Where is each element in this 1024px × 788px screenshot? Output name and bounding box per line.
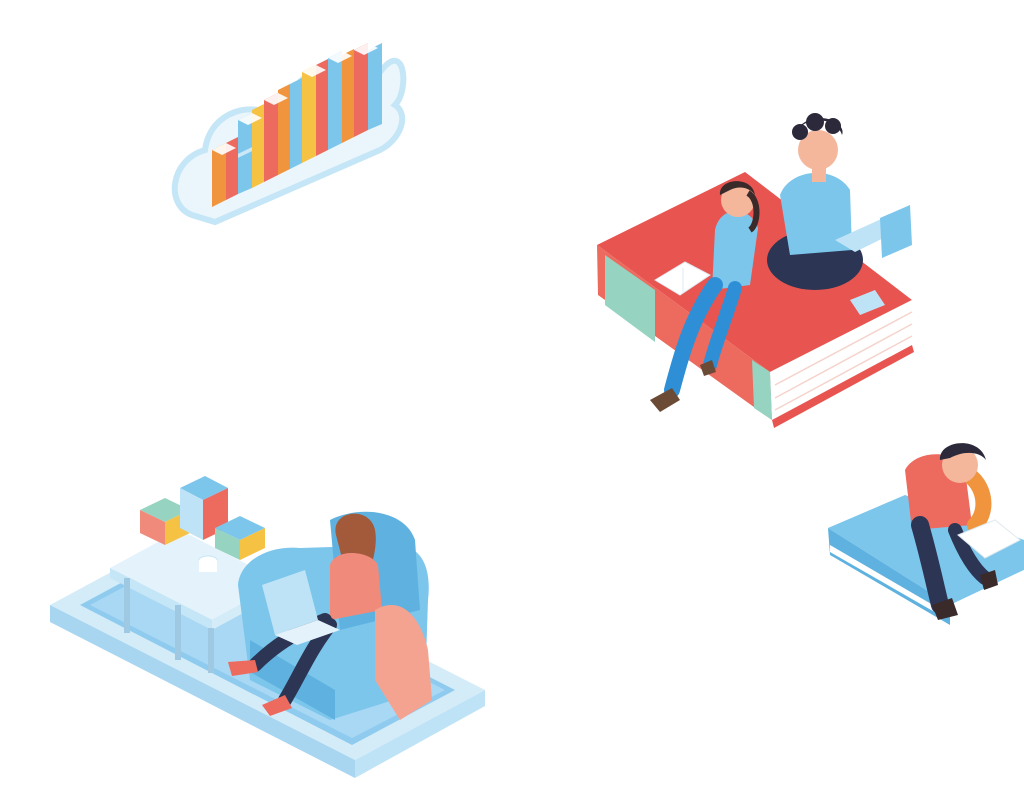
student-reading-icon bbox=[828, 443, 1024, 625]
two-students-reading-icon bbox=[597, 113, 914, 428]
cloud-books-icon bbox=[171, 43, 407, 226]
woman-laptop-armchair-icon bbox=[50, 476, 485, 778]
